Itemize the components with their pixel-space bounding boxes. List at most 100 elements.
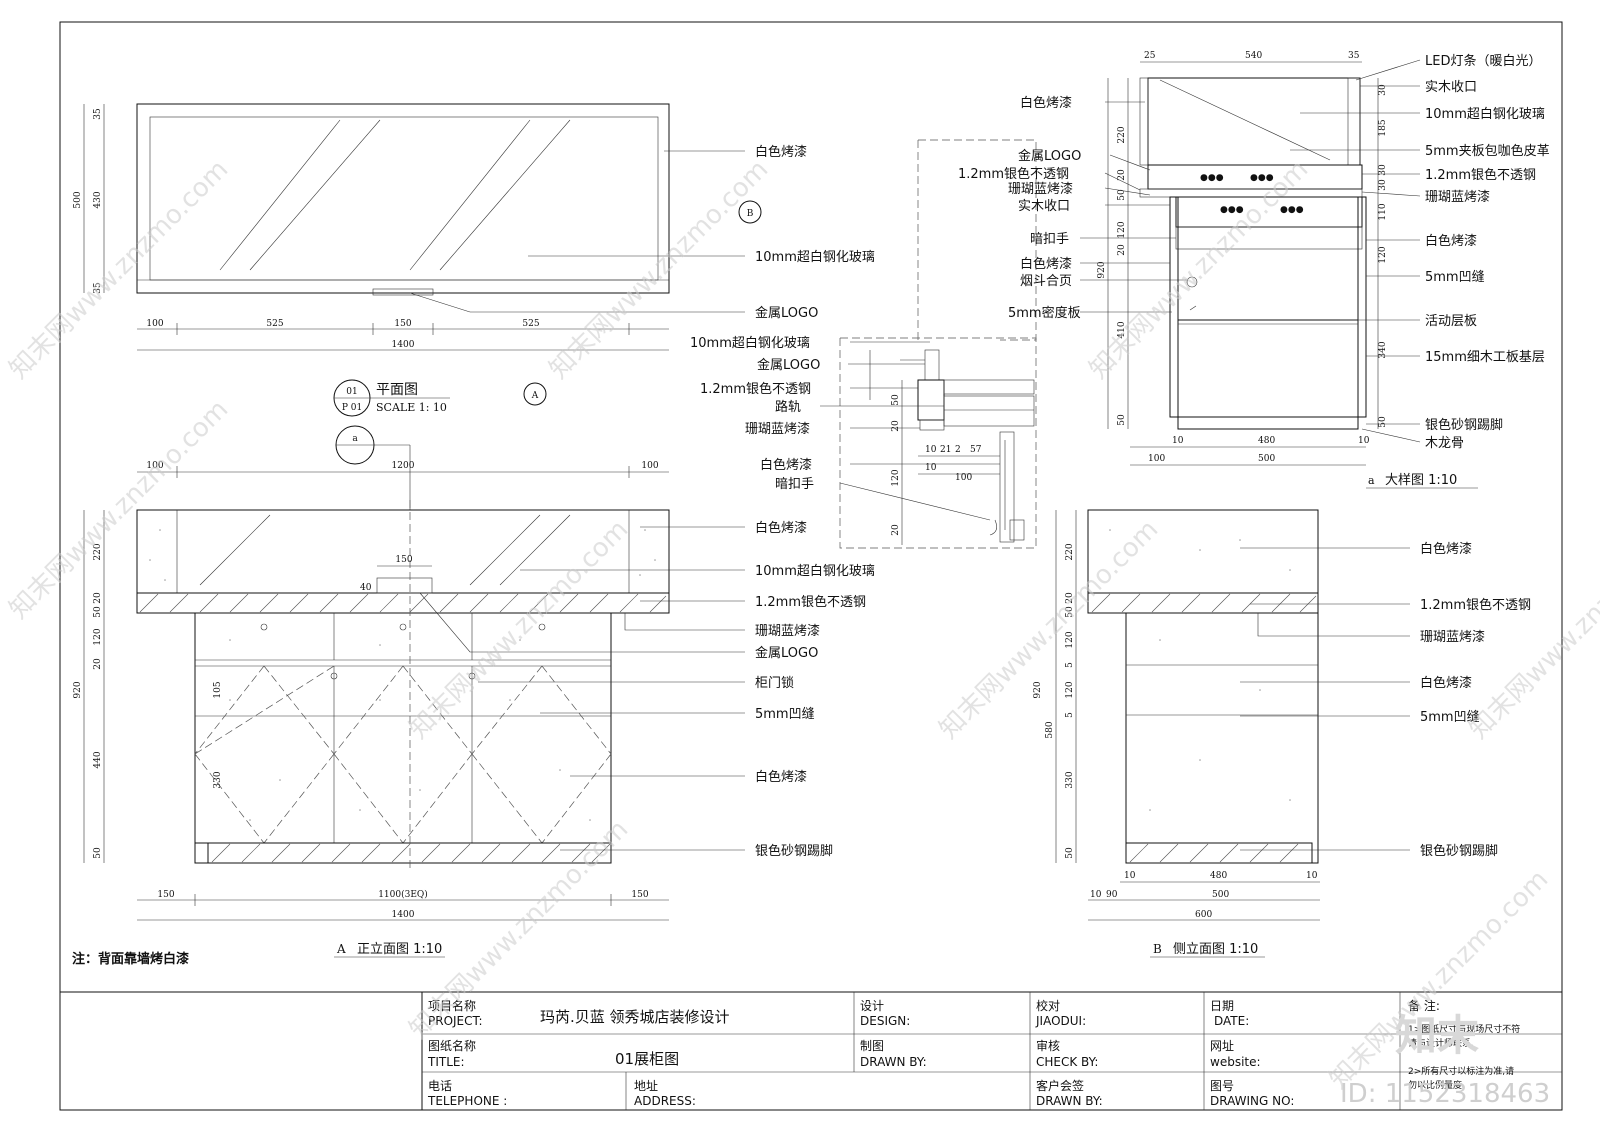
node-label-3: 路轨 bbox=[775, 399, 801, 415]
tb-title-label-en: TITLE: bbox=[427, 1055, 465, 1069]
front-label-6: 5mm凹缝 bbox=[755, 707, 815, 722]
plan-dim-v3: 500 bbox=[73, 191, 83, 208]
detail-dim-v7: 410 bbox=[1117, 321, 1127, 338]
sheet-border bbox=[59, 21, 1563, 1111]
side-dim-v7: 5 bbox=[1065, 712, 1075, 718]
detail-left-4: 实木收口 bbox=[1018, 199, 1070, 214]
side-dim-b1: 480 bbox=[1210, 871, 1227, 881]
detail-dim-v6: 920 bbox=[1097, 261, 1107, 278]
side-dim-b4: 90 bbox=[1106, 890, 1118, 900]
side-dim-b3: 10 bbox=[1090, 890, 1102, 900]
plan-label-paint: 白色烤漆 bbox=[755, 144, 807, 160]
node-label-0: 10mm超白钢化玻璃 bbox=[690, 335, 810, 351]
node-label-6: 暗扣手 bbox=[775, 477, 814, 492]
node-label-1: 金属LOGO bbox=[757, 357, 820, 373]
detail-tag: a bbox=[1368, 474, 1375, 487]
front-dim-40: 40 bbox=[360, 583, 372, 593]
plan-logo-plate bbox=[372, 288, 434, 296]
front-title: 正立面图 1:10 bbox=[357, 942, 442, 957]
detail-right-10: 银色砂钢踢脚 bbox=[1425, 417, 1503, 433]
detail-right-3: 5mm夹板包咖色皮革 bbox=[1425, 143, 1550, 159]
detail-right-11: 木龙骨 bbox=[1425, 436, 1464, 451]
detail-dim-b1: 480 bbox=[1258, 436, 1275, 446]
marker-a-circle bbox=[523, 382, 547, 406]
front-dim-v9: 50 bbox=[93, 847, 103, 859]
plan-dim-h1: 525 bbox=[266, 319, 283, 329]
side-dim-v1: 20 bbox=[1065, 592, 1075, 604]
watermark-text-9: 知末网www.znzmo.com bbox=[1324, 864, 1555, 1095]
detail-dim-v5: 20 bbox=[1117, 244, 1127, 256]
side-dim-v2: 50 bbox=[1065, 606, 1075, 618]
detail-dim-v2: 50 bbox=[1117, 189, 1127, 201]
side-dim-v4: 120 bbox=[1065, 631, 1075, 648]
tb-drawn-label-en: DRAWN BY: bbox=[860, 1055, 927, 1069]
front-dim-v0: 220 bbox=[93, 543, 103, 560]
front-dim-v4: 120 bbox=[93, 628, 103, 645]
watermark-text-5: 知末网www.znzmo.com bbox=[404, 514, 635, 745]
detail-dim-top1: 540 bbox=[1245, 51, 1262, 61]
plan-dim-h0: 100 bbox=[146, 319, 163, 329]
detail-left-7: 烟斗合页 bbox=[1020, 274, 1072, 289]
front-section-marker: a bbox=[352, 434, 358, 444]
front-label-4: 金属LOGO bbox=[755, 645, 818, 661]
side-label-1: 1.2mm银色不透钢 bbox=[1420, 597, 1531, 613]
detail-left-2: 1.2mm银色不透钢 bbox=[958, 166, 1069, 182]
tb-web-label-en: website: bbox=[1210, 1055, 1261, 1069]
watermark-logo: 知末 bbox=[1395, 1011, 1479, 1060]
plan-ref-no: 01 bbox=[346, 387, 357, 397]
tb-drawing-no-label-en: DRAWING NO: bbox=[1210, 1094, 1294, 1108]
front-dim-b3: 1400 bbox=[392, 910, 415, 920]
side-label-4: 5mm凹缝 bbox=[1420, 710, 1480, 725]
front-dim-top2: 100 bbox=[641, 461, 658, 471]
front-label-2: 1.2mm银色不透钢 bbox=[755, 594, 866, 610]
side-dim-b5: 500 bbox=[1212, 890, 1229, 900]
detail-right-9: 15mm细木工板基层 bbox=[1425, 350, 1545, 365]
front-label-8: 银色砂钢踢脚 bbox=[755, 843, 833, 859]
detail-left-0: 白色烤漆 bbox=[1020, 95, 1072, 111]
plan-ref-sheet: P 01 bbox=[342, 403, 362, 413]
side-steel-band bbox=[1087, 592, 1319, 614]
plan-dim-v0: 35 bbox=[93, 108, 103, 120]
tb-drawing-no-label: 图号 bbox=[1210, 1079, 1234, 1093]
plan-view: 100 525 150 525 1400 35 430 35 500 白色烤漆 … bbox=[73, 103, 875, 417]
detail-dim-r1: 185 bbox=[1378, 119, 1388, 136]
tb-title-value: 01展柜图 bbox=[615, 1050, 679, 1068]
tb-notes-4: 勿以比例量度. bbox=[1408, 1079, 1465, 1091]
front-dim-v8: 330 bbox=[213, 771, 223, 788]
node-dim-5: 57 bbox=[970, 445, 982, 455]
front-label-0: 白色烤漆 bbox=[755, 520, 807, 536]
detail-right-4: 1.2mm银色不透钢 bbox=[1425, 167, 1536, 183]
front-dim-b1: 1100(3EQ) bbox=[378, 889, 428, 900]
tb-design-label-en: DESIGN: bbox=[860, 1014, 910, 1028]
front-logo-dim: 150 bbox=[395, 555, 412, 565]
side-dim-b6: 600 bbox=[1195, 910, 1212, 920]
plan-scale: SCALE 1: 10 bbox=[376, 401, 447, 414]
front-dim-v10: 920 bbox=[73, 681, 83, 698]
side-label-5: 银色砂钢踢脚 bbox=[1420, 843, 1498, 859]
node-dim-0: 50 bbox=[891, 394, 901, 406]
plan-dim-v2: 35 bbox=[93, 282, 103, 294]
tb-notes-3: 2>所有尺寸以标注为准,请 bbox=[1408, 1065, 1514, 1077]
side-dim-v10: 50 bbox=[1065, 847, 1075, 859]
detail-dim-v0: 220 bbox=[1117, 126, 1127, 143]
side-dim-b0: 10 bbox=[1124, 871, 1136, 881]
front-dim-top1: 1200 bbox=[392, 461, 415, 471]
node-dim-6: 10 bbox=[925, 463, 937, 473]
detail-dim-b0: 10 bbox=[1172, 436, 1184, 446]
plan-label-glass: 10mm超白钢化玻璃 bbox=[755, 249, 875, 265]
detail-dim-v1: 20 bbox=[1117, 169, 1127, 181]
detail-dim-top0: 25 bbox=[1144, 51, 1156, 61]
tb-date-label: 日期 bbox=[1210, 999, 1234, 1013]
marker-b-circle bbox=[738, 200, 762, 224]
title-block: 项目名称 PROJECT: 玛芮.贝蓝 领秀城店装修设计 图纸名称 TITLE:… bbox=[421, 992, 1562, 1110]
detail-dim-r2: 30 bbox=[1378, 164, 1388, 176]
svg-text:●●●: ●●● bbox=[1250, 173, 1274, 183]
tb-address-label-en: ADDRESS: bbox=[634, 1094, 696, 1108]
svg-text:●●●: ●●● bbox=[1280, 205, 1304, 215]
side-dim-v6: 120 bbox=[1065, 681, 1075, 698]
plan-dim-h3: 525 bbox=[522, 319, 539, 329]
node-dim-1: 20 bbox=[891, 420, 901, 432]
detail-left-5: 暗扣手 bbox=[1030, 232, 1069, 247]
tb-web-label: 网址 bbox=[1210, 1039, 1234, 1053]
detail-dim-r6: 340 bbox=[1378, 341, 1388, 358]
